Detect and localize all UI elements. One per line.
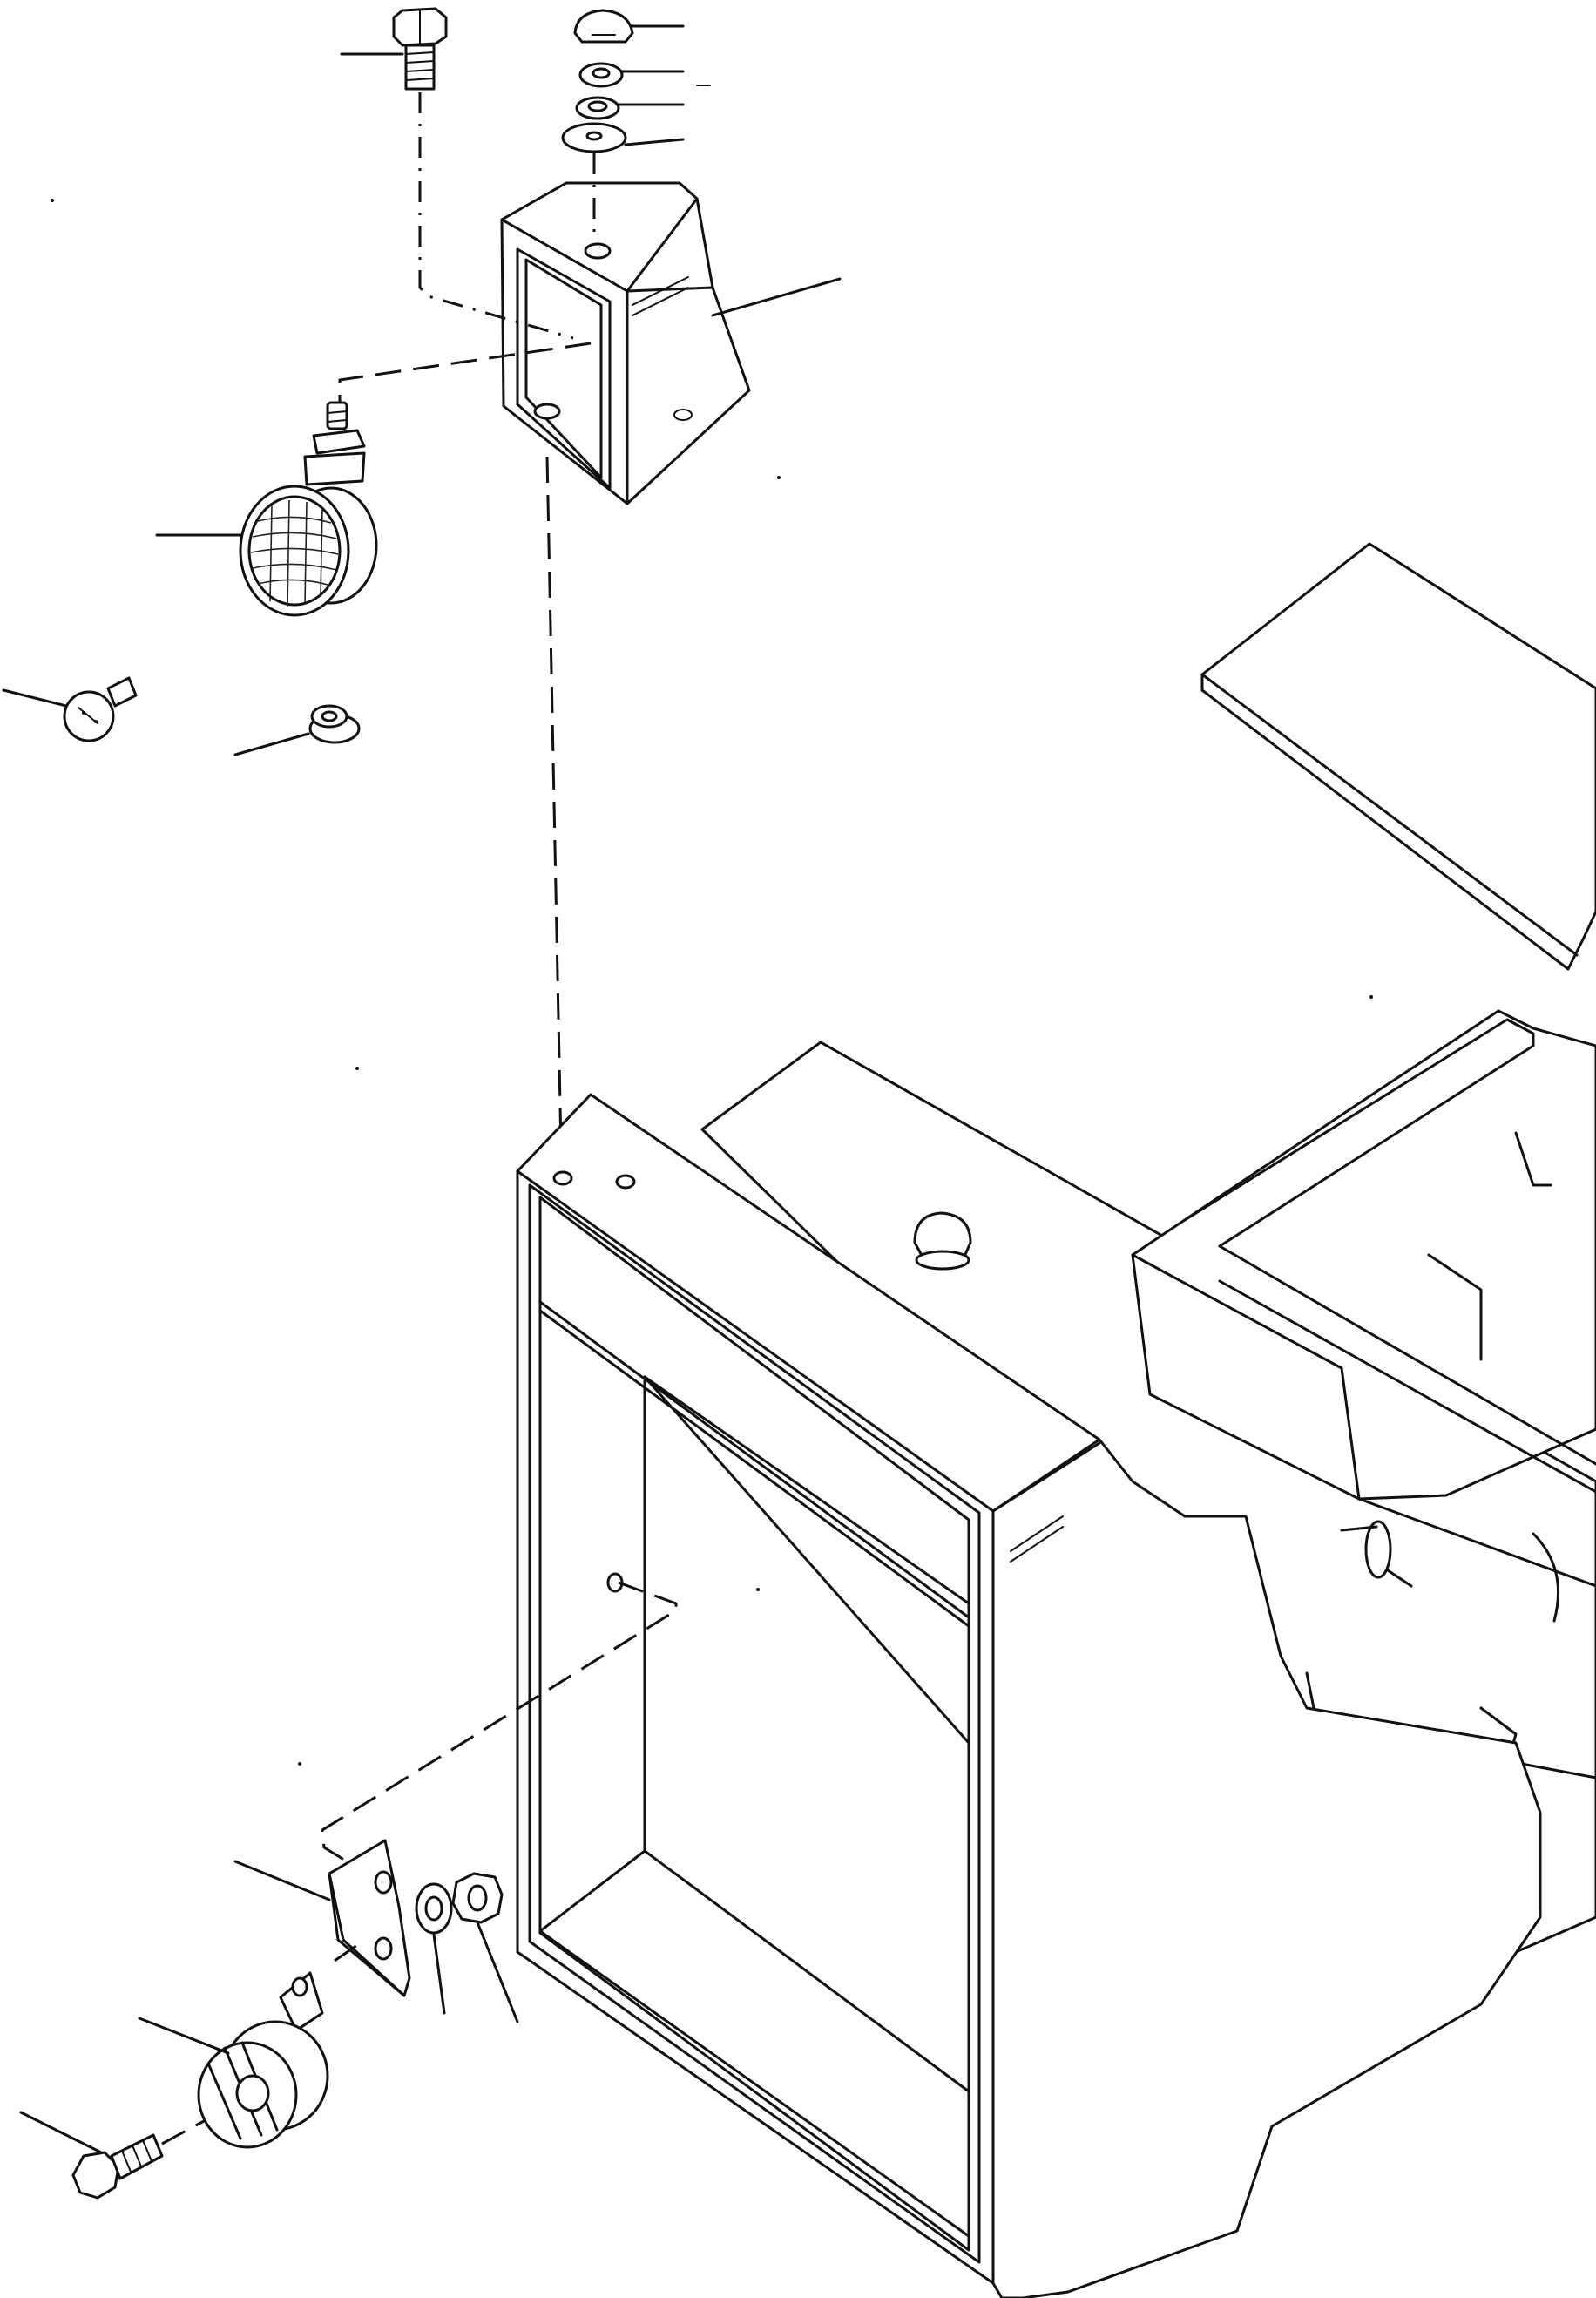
leader-rubber-grommet bbox=[233, 732, 310, 756]
flat-washer-top bbox=[561, 122, 627, 153]
work-lamp bbox=[239, 401, 378, 617]
centerline-bottom-bolt bbox=[161, 2119, 205, 2145]
speck bbox=[1369, 995, 1373, 999]
angle-bracket bbox=[328, 1839, 411, 1997]
speck bbox=[51, 199, 54, 202]
leader-mounting-bracket-box bbox=[711, 277, 842, 317]
mounting-bracket-box bbox=[500, 181, 751, 505]
lock-washer-top bbox=[575, 96, 620, 120]
leader-flat-washer-top bbox=[624, 138, 685, 146]
speck bbox=[756, 1588, 760, 1591]
speck bbox=[777, 476, 781, 479]
centerline-lamp bbox=[338, 342, 592, 410]
hex-nut-bottom bbox=[451, 1872, 504, 1924]
leader-hex-bolt-bottom bbox=[19, 2111, 103, 2154]
centerline-top-bolt bbox=[418, 92, 574, 340]
hex-nut-small bbox=[578, 62, 624, 88]
hex-bolt-bottom bbox=[71, 2133, 164, 2200]
lock-washer-bottom bbox=[415, 1882, 453, 1935]
hex-bolt-top bbox=[392, 7, 448, 91]
leader-horn bbox=[138, 2017, 230, 2055]
centerline-horn bbox=[334, 1943, 358, 1962]
rubber-grommet bbox=[308, 704, 361, 744]
horn bbox=[197, 1971, 329, 2149]
centerline-housing-side bbox=[321, 1581, 678, 1863]
cab-roof-panel bbox=[1200, 542, 1596, 971]
lamp-bulb bbox=[63, 676, 138, 742]
speck bbox=[355, 1067, 359, 1070]
centerline-bracket-to-housing bbox=[545, 456, 563, 1149]
speck bbox=[298, 1762, 301, 1766]
leader-lock-washer-bottom bbox=[432, 1933, 446, 2015]
radiator-guard-housing bbox=[516, 1093, 1542, 2298]
leader-angle-bracket bbox=[233, 1860, 331, 1901]
acorn-cap-nut bbox=[573, 9, 634, 44]
leader-hex-nut-bottom bbox=[476, 1921, 519, 2023]
leader-lamp-bulb bbox=[2, 688, 68, 708]
